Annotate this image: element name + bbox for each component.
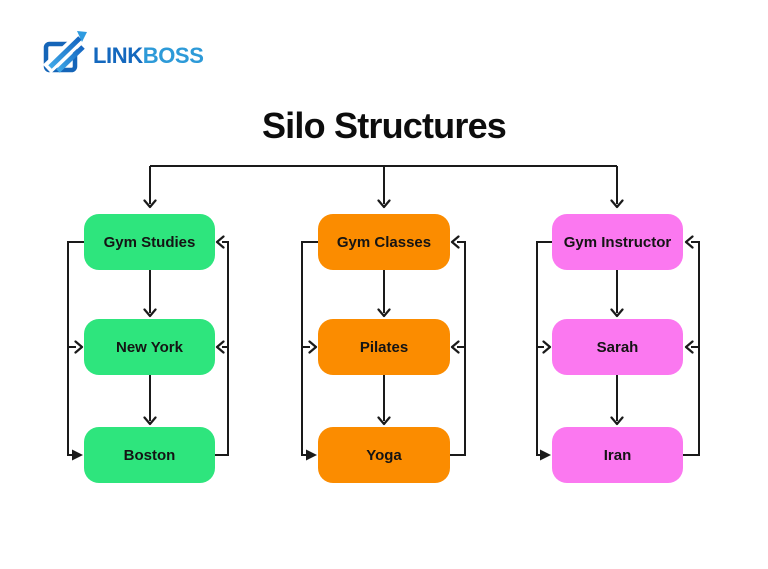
node-sarah: Sarah [552,319,683,375]
linkboss-logo: LINKBOSS [42,30,204,74]
node-gym-instructor: Gym Instructor [552,214,683,270]
wire-lines [67,165,700,456]
arrowheads-solid [72,449,551,461]
logo-text-link: LINK [93,43,143,68]
node-pilates: Pilates [318,319,450,375]
node-boston: Boston [84,427,215,483]
logo-text-boss: BOSS [142,43,204,68]
node-gym-studies: Gym Studies [84,214,215,270]
node-yoga: Yoga [318,427,450,483]
arrowheads-chevron [74,199,694,426]
node-iran: Iran [552,427,683,483]
node-new-york: New York [84,319,215,375]
node-gym-classes: Gym Classes [318,214,450,270]
linkboss-chart-arrow-icon [42,30,88,74]
linkboss-wordmark: LINKBOSS [93,37,204,68]
page-title: Silo Structures [261,105,507,146]
